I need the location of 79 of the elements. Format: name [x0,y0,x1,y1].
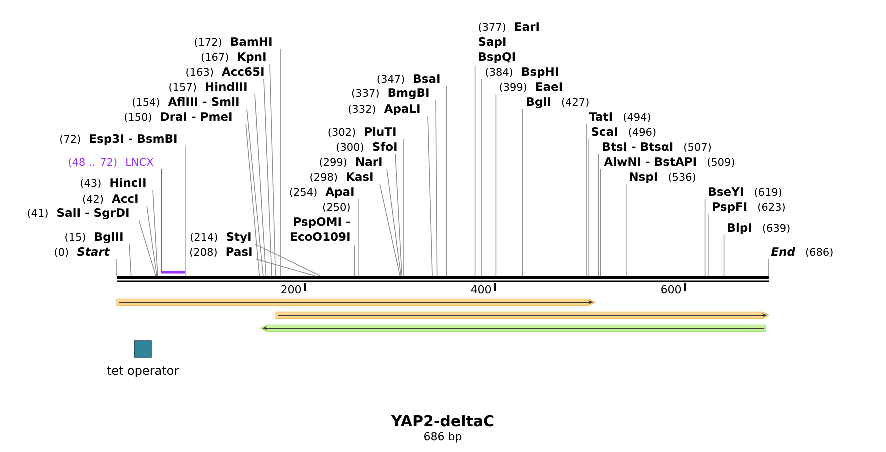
leader-line [270,64,276,276]
site-label: (43) HincII [81,178,146,188]
leader-line [256,258,316,276]
leader-line [724,234,725,276]
leader-line [428,116,433,276]
site-label: (41) SalI - SgrDI [28,208,129,220]
leader-line [768,258,770,276]
site-label: (250) PspOMI - EcoO109I [291,203,350,242]
site-label: (299) NarI [320,158,382,168]
site-label: (167) KpnI [202,52,266,64]
leader-line [586,124,587,276]
site-label: (377) EarI SapI BspQI [479,22,539,64]
title: YAP2-deltaC [391,415,494,427]
site-label: (154) AflIII - SmlI [132,97,239,108]
site-label: PspFI (623) [713,202,785,214]
leader-line [246,124,260,276]
scale-label: 400 [471,285,492,294]
legend-label: tet operator [107,366,180,378]
leader-line [474,65,476,276]
site-label: (42) AccI [83,194,138,204]
dna-backbone [117,276,769,282]
leader-line [152,190,158,276]
leader-line [626,184,627,276]
site-label: BtsI - BtsαI (507) [603,142,711,152]
leader-line [588,138,589,276]
leader-line [358,198,359,276]
site-label: (254) ApaI [290,188,354,198]
leader-line [161,169,162,272]
leader-line [380,184,401,276]
leader-line [522,108,524,276]
site-label: (347) BsaI [378,74,440,84]
leader-line [386,168,402,276]
leader-line [185,146,186,276]
leader-line [116,258,118,276]
leader-line [395,154,402,276]
feature-bar [161,271,186,274]
site-label: (15) BglII [66,232,123,244]
site-label: (337) BmgBI [352,88,429,100]
leader-line [129,244,132,276]
caption: 686 bp [424,432,462,443]
site-label: BglI (427) [527,97,589,108]
site-label: (384) BspHI [486,68,558,78]
site-label: ScaI (496) [592,127,656,138]
leader-line [704,198,706,276]
leader-line [264,78,272,276]
site-label: (302) PluTI [328,127,396,138]
site-label: BseYI (619) [709,188,782,198]
site-label: (332) ApaLI [348,104,420,116]
leader-line [246,108,264,276]
leader-line [446,86,448,276]
leader-line [354,245,355,276]
site-label: AlwNI - BstAPI (509) [604,157,734,168]
scale-label: 200 [282,285,302,294]
site-label: NspI (536) [630,172,696,184]
leader-line [600,168,602,276]
leader-line [280,48,281,276]
site-label: (208) PasI [190,248,252,258]
site-label: End (686) [771,247,833,258]
leader-line [138,220,156,276]
site-label: (172) BamHI [195,38,272,48]
leader-line [436,100,438,276]
site-label: (72) Esp3I - BsmBI [60,134,177,146]
leader-line [496,94,497,276]
site-label: (163) Acc65I [186,67,264,78]
site-label: TatI (494) [589,112,650,122]
site-label: BlpI (639) [728,223,790,234]
site-label: (214) StyI [190,232,251,244]
site-label: (157) HindIII [170,82,247,92]
leader-line [254,94,267,276]
site-label: (399) EaeI [500,82,562,92]
leader-line [708,214,710,276]
leader-line [598,154,600,276]
leader-line [254,244,321,276]
site-label: (0) Start [55,247,110,258]
feature-label: (48 .. 72) LNCX [69,158,154,168]
site-label: (150) DraI - PmeI [124,112,232,122]
site-label: (300) SfoI [337,142,397,152]
site-label: (298) KasI [310,172,373,182]
leader-line [146,206,158,276]
